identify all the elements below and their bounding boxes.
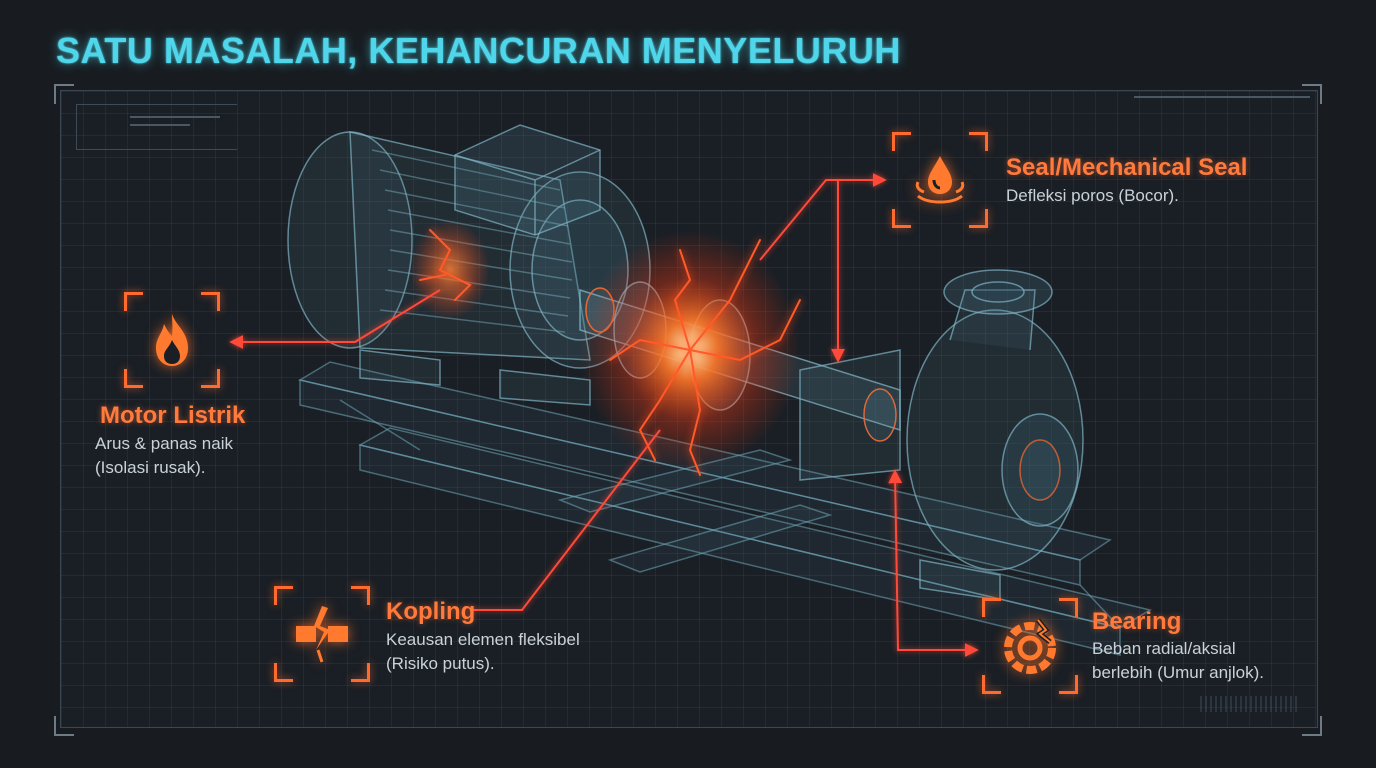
- bearing-desc-2: berlebih (Umur anjlok).: [1092, 663, 1264, 682]
- hud-line: [130, 124, 190, 126]
- motor-desc-2: (Isolasi rusak).: [95, 458, 206, 477]
- bearing-heading: Bearing: [1092, 608, 1182, 635]
- broken-bearing-icon: [1004, 618, 1056, 674]
- bearing-icon-frame: [982, 598, 1078, 694]
- callout-arrows: [229, 173, 979, 657]
- seal-icon-frame: [892, 132, 988, 228]
- frame-corner: [1302, 84, 1322, 104]
- motor-desc-1: Arus & panas naik: [95, 434, 233, 453]
- hud-line: [130, 116, 220, 118]
- hud-decoration: [1134, 96, 1310, 104]
- arrow-motor: [229, 289, 441, 349]
- seal-heading: Seal/Mechanical Seal: [1006, 154, 1248, 181]
- hud-decoration: [76, 104, 237, 150]
- arrow-seal: [759, 173, 887, 261]
- frame-corner: [54, 716, 74, 736]
- motor-heading: Motor Listrik: [100, 402, 246, 429]
- motor-icon-frame: [124, 292, 220, 388]
- broken-bolt-icon: [296, 606, 348, 663]
- flame-icon: [156, 314, 188, 366]
- frame-corner: [1302, 716, 1322, 736]
- arrow-kopling: [470, 429, 661, 611]
- kopling-heading: Kopling: [386, 598, 476, 625]
- arrow-bearing: [888, 469, 979, 657]
- kopling-desc-2: (Risiko putus).: [386, 654, 495, 673]
- bearing-desc-1: Beban radial/aksial: [1092, 639, 1236, 658]
- page-title: SATU MASALAH, KEHANCURAN MENYELURUH: [56, 30, 901, 71]
- motor-glow: [410, 220, 490, 320]
- kopling-icon-frame: [274, 586, 370, 682]
- kopling-desc-1: Keausan elemen fleksibel: [386, 630, 580, 649]
- seal-desc-1: Defleksi poros (Bocor).: [1006, 186, 1179, 205]
- pump-casing: [799, 269, 1084, 601]
- hud-decoration: [1200, 696, 1300, 712]
- water-drop-icon: [915, 156, 965, 204]
- frame-corner: [54, 84, 74, 104]
